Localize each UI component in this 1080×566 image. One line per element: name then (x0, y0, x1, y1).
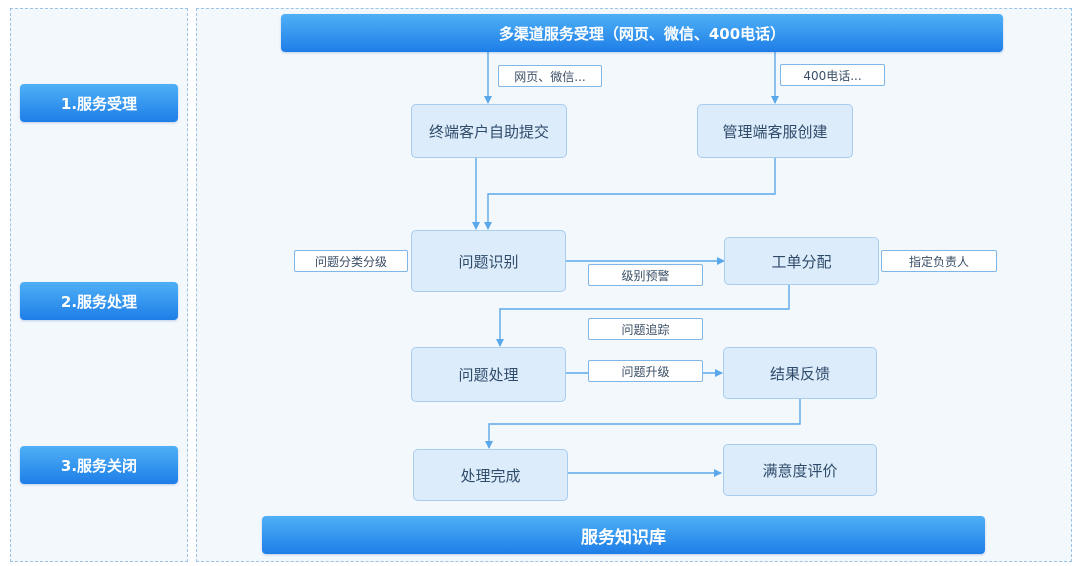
knowledge-base-bar: 服务知识库 (262, 516, 985, 554)
tag-issue-tracking: 问题追踪 (588, 318, 703, 340)
tag-issue-escalate: 问题升级 (588, 360, 703, 382)
node-agent-create: 管理端客服创建 (697, 104, 853, 158)
tag-classify: 问题分类分级 (294, 250, 408, 272)
node-feedback: 结果反馈 (723, 347, 877, 399)
node-assign: 工单分配 (724, 237, 879, 285)
tag-phone: 400电话... (780, 64, 885, 86)
node-identify: 问题识别 (411, 230, 566, 292)
node-complete: 处理完成 (413, 449, 568, 501)
tag-web-wechat: 网页、微信... (498, 65, 602, 87)
node-rating: 满意度评价 (723, 444, 877, 496)
tag-level-warning: 级别预警 (588, 264, 703, 286)
arrow-feedback-to-complete (485, 399, 801, 449)
tag-assign-owner: 指定负责人 (881, 250, 997, 272)
arrow-assign-to-handle (496, 285, 790, 347)
stage-process: 2.服务处理 (20, 282, 178, 320)
channel-header-bar: 多渠道服务受理（网页、微信、400电话） (281, 14, 1003, 52)
node-self-submit: 终端客户自助提交 (411, 104, 567, 158)
node-handle: 问题处理 (411, 347, 566, 402)
stage-accept: 1.服务受理 (20, 84, 178, 122)
arrow-agent-to-identify (484, 158, 776, 230)
stage-close: 3.服务关闭 (20, 446, 178, 484)
